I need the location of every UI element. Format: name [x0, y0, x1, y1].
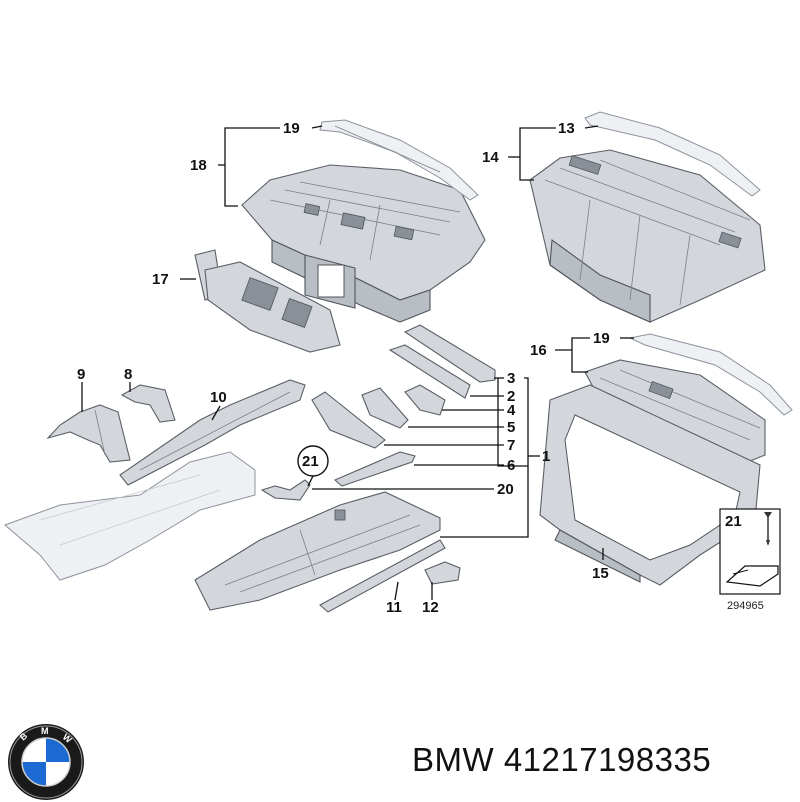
part-3 [403, 324, 496, 383]
callout-18: 18 [190, 157, 207, 174]
heat-shield [4, 451, 256, 581]
callout-4: 4 [507, 402, 516, 419]
callout-10: 10 [210, 389, 227, 406]
callout-labels: 19 18 13 14 17 19 16 9 8 10 3 2 4 5 7 1 … [77, 120, 610, 616]
inset-box-21: 21 294965 [719, 508, 781, 612]
logo-letter-m: M [41, 726, 49, 736]
callout-1: 1 [542, 448, 550, 465]
rear-shelf-assembly-14 [529, 149, 766, 323]
callout-2: 2 [507, 388, 515, 405]
callout-13: 13 [558, 120, 575, 137]
callout-19-top: 19 [283, 120, 300, 137]
partition-bracket-17 [194, 249, 341, 353]
logo-letter-b: B [18, 730, 30, 742]
wheel-arch-part-8 [120, 384, 176, 423]
inset-callout: 21 [725, 513, 742, 530]
longitudinal-member-10 [119, 379, 306, 486]
shelf-reinforcement-19-lower [628, 333, 793, 416]
reference-number: 294965 [727, 600, 764, 612]
shelf-reinforcement-19-upper [319, 119, 479, 201]
part-11 [319, 539, 446, 613]
callout-17: 17 [152, 271, 169, 288]
callout-5: 5 [507, 419, 515, 436]
callout-8: 8 [124, 366, 132, 383]
callout-16: 16 [530, 342, 547, 359]
callout-7: 7 [507, 437, 515, 454]
part-20 [260, 479, 311, 501]
part-number-caption: BMW 41217198335 [412, 741, 712, 778]
small-bracket-parts [260, 324, 496, 613]
circled-callout-21: 21 [297, 445, 329, 487]
shelf-reinforcement-13 [584, 111, 761, 197]
callout-6: 6 [507, 457, 515, 474]
callout-15: 15 [592, 565, 609, 582]
callout-19-right: 19 [593, 330, 610, 347]
part-5 [361, 387, 409, 429]
callout-9: 9 [77, 366, 85, 383]
parcel-shelf-assembly-18 [241, 164, 486, 323]
part-6 [333, 451, 416, 487]
part-4 [404, 384, 446, 416]
callout-12: 12 [422, 599, 439, 616]
part-12 [424, 561, 461, 585]
part-2 [388, 344, 471, 399]
part-7 [311, 391, 386, 449]
callout-20: 20 [497, 481, 514, 498]
callout-14: 14 [482, 149, 499, 166]
callout-11: 11 [386, 599, 402, 616]
rear-frame-15 [539, 384, 761, 586]
wheel-arch-part-9 [46, 404, 131, 463]
leader-lines [81, 125, 634, 601]
bmw-logo: B M W [8, 724, 84, 800]
callout-21-circled: 21 [302, 453, 319, 470]
callout-3: 3 [507, 370, 515, 387]
floor-pan-1 [194, 491, 441, 611]
